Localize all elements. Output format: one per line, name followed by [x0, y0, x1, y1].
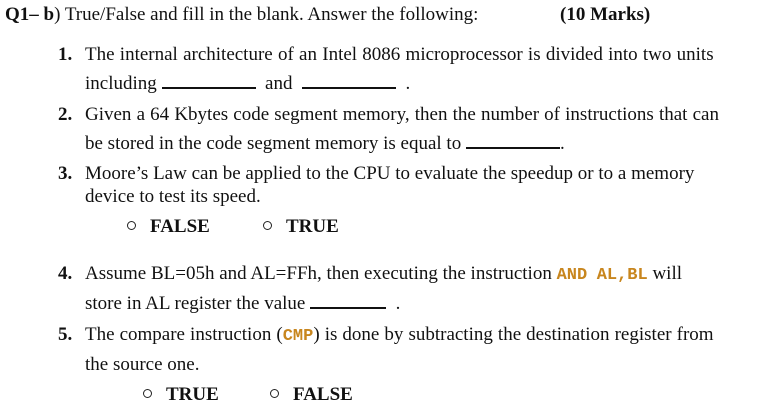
question-4-line-1: Assume BL=05h and AL=FFh, then executing…	[85, 263, 683, 285]
code-cmp: CMP	[282, 327, 314, 346]
question-label: Q1– b	[5, 4, 55, 25]
blank-field-2[interactable]	[465, 133, 560, 149]
marks-label: (10 Marks)	[560, 4, 651, 25]
question-2-line-2: be stored in the code segment memory is …	[85, 133, 565, 154]
blank-field-1a[interactable]	[161, 73, 256, 89]
question-number-2: 2.	[58, 104, 73, 125]
question-5-line-2: the source one.	[85, 354, 200, 375]
code-instruction-args: AL,BL	[596, 266, 648, 285]
radio-circle-icon[interactable]	[263, 221, 272, 231]
code-instruction-op: AND	[556, 266, 588, 285]
question-2-line-1: Given a 64 Kbytes code segment memory, t…	[85, 104, 719, 125]
option-q5-true[interactable]: TRUE	[143, 384, 219, 406]
question-number-3: 3.	[58, 163, 73, 184]
question-number-5: 5.	[58, 324, 73, 345]
question-5-line-1: The compare instruction (CMP) is done by…	[85, 324, 714, 346]
blank-field-1b[interactable]	[301, 73, 396, 89]
radio-circle-icon[interactable]	[143, 389, 152, 399]
option-q3-true[interactable]: TRUE	[263, 216, 339, 238]
question-title: ) True/False and fill in the blank. Answ…	[54, 4, 479, 25]
question-4-line-2: store in AL register the value .	[85, 293, 401, 314]
radio-circle-icon[interactable]	[127, 221, 136, 231]
radio-circle-icon[interactable]	[270, 389, 279, 399]
question-3-line-2: device to test its speed.	[85, 186, 261, 207]
option-q3-false[interactable]: FALSE	[127, 216, 210, 238]
question-number-1: 1.	[58, 44, 73, 65]
question-number-4: 4.	[58, 263, 73, 284]
question-1-line-1: The internal architecture of an Intel 80…	[85, 44, 714, 65]
question-3-line-1: Moore’s Law can be applied to the CPU to…	[85, 163, 695, 184]
option-q5-false[interactable]: FALSE	[270, 384, 353, 406]
question-header: Q1– b) True/False and fill in the blank.…	[5, 4, 478, 26]
blank-field-4[interactable]	[310, 293, 387, 309]
question-1-line-2: including and .	[85, 73, 411, 94]
